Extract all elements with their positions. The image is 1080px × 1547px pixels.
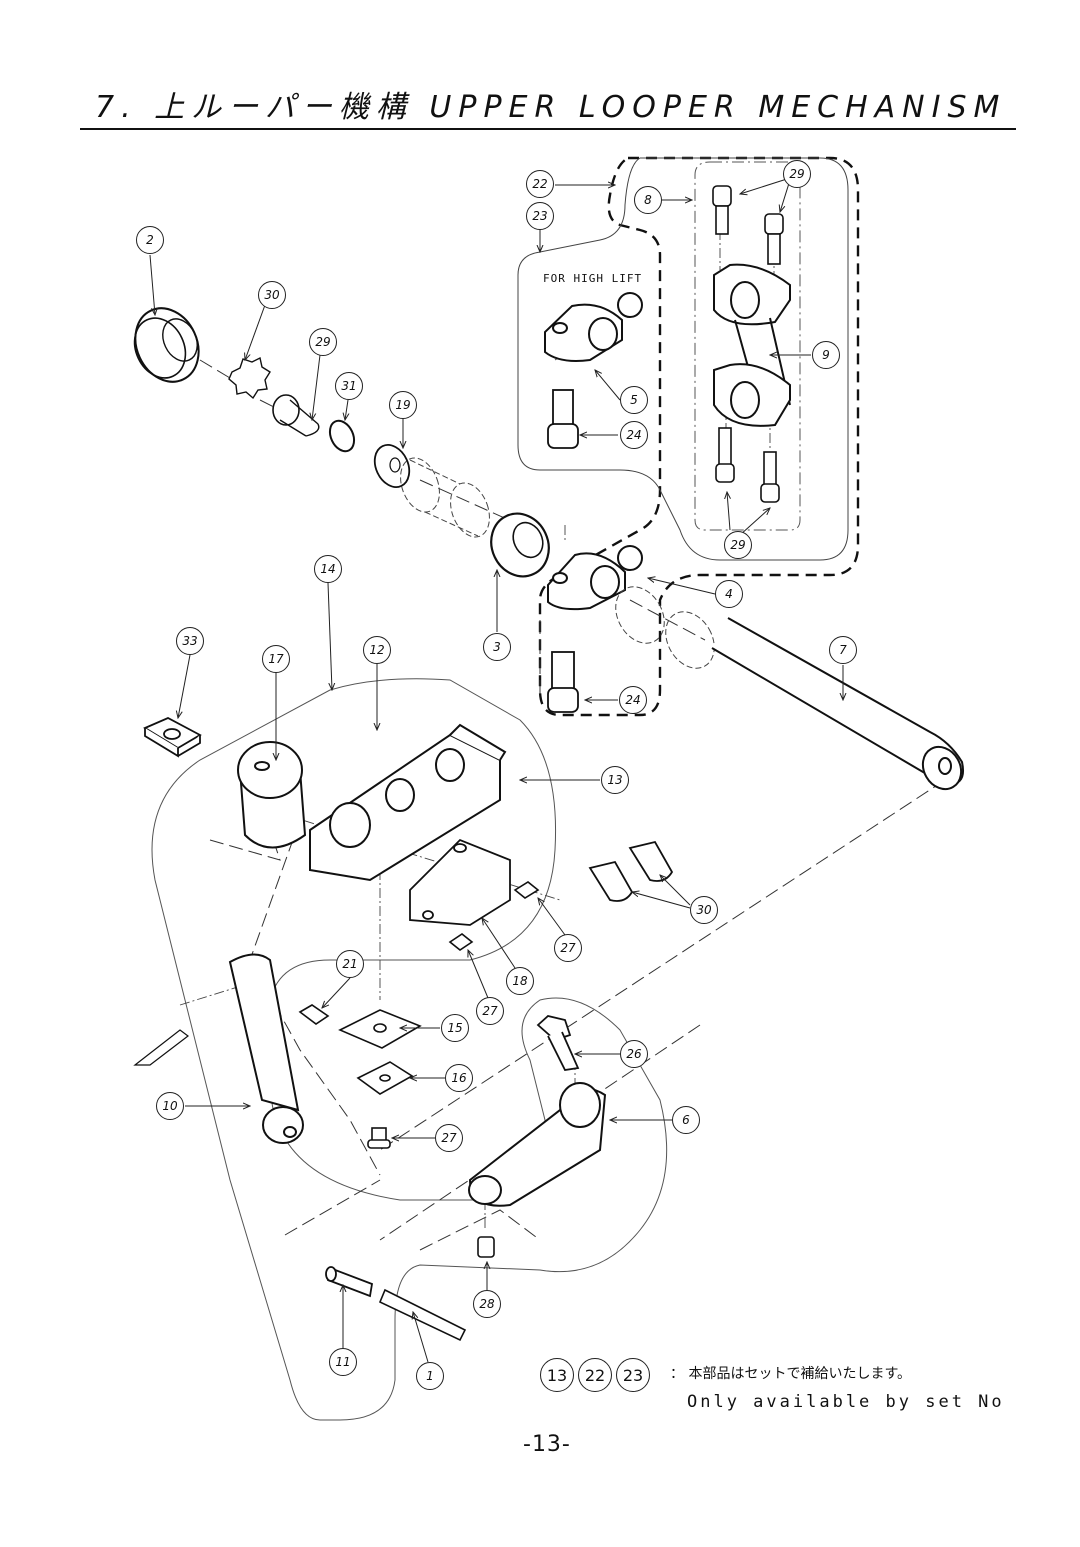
part-24-screw-upper <box>547 389 579 449</box>
callout-30-right[interactable]: 30 <box>690 896 718 924</box>
part-28-set-screw <box>477 1236 495 1258</box>
callout-3[interactable]: 3 <box>483 633 511 661</box>
callout-13[interactable]: 13 <box>601 766 629 794</box>
set-note-japanese: ： 本部品はセットで補給いたします。 <box>670 1366 912 1382</box>
looper-tip <box>133 1029 189 1066</box>
callout-27-mid[interactable]: 27 <box>476 997 504 1025</box>
page-title: 7. 上ルーパー機構 UPPER LOOPER MECHANISM <box>95 90 1007 125</box>
callout-18[interactable]: 18 <box>506 967 534 995</box>
part-19-washer <box>373 444 411 488</box>
callout-23[interactable]: 23 <box>526 202 554 230</box>
part-6-crank <box>468 1082 607 1207</box>
callout-12[interactable]: 12 <box>363 636 391 664</box>
callout-33[interactable]: 33 <box>176 627 204 655</box>
part-18-plate-bracket <box>409 838 511 926</box>
part-21-screw <box>298 1004 330 1025</box>
set-note-english: Only available by set No <box>687 1392 1005 1412</box>
part-12-bracket-block <box>309 723 507 882</box>
part-26-bolt <box>536 1015 580 1071</box>
callout-27-right[interactable]: 27 <box>554 934 582 962</box>
part-29-screws <box>712 185 784 503</box>
callout-32[interactable]: 31 <box>335 372 363 400</box>
callout-2[interactable]: 2 <box>136 226 164 254</box>
set-part-13[interactable]: 13 <box>540 1358 574 1392</box>
set-outline-23 <box>517 157 849 561</box>
part-7-shaft <box>711 617 964 791</box>
set-outline-22 <box>538 156 860 717</box>
title-rule <box>80 128 1016 130</box>
part-10-looper-arm <box>228 953 304 1144</box>
part-33-plate <box>143 717 202 758</box>
part-5-high-lift-holder <box>544 292 643 362</box>
set-part-22[interactable]: 22 <box>578 1358 612 1392</box>
callout-26[interactable]: 26 <box>620 1040 648 1068</box>
callout-9[interactable]: 9 <box>812 341 840 369</box>
set-part-23[interactable]: 23 <box>616 1358 650 1392</box>
callout-24-bottom[interactable]: 24 <box>619 686 647 714</box>
part-2-bearing <box>133 307 200 383</box>
page-number: -13- <box>523 1432 571 1457</box>
part-30-screws-right <box>588 840 674 902</box>
phantom-bushing <box>400 457 490 538</box>
part-11-pin <box>325 1266 374 1298</box>
callout-19[interactable]: 19 <box>389 391 417 419</box>
part-9-double-clamp <box>713 263 791 427</box>
phantom-sleeve <box>615 586 715 669</box>
callout-30-top[interactable]: 29 <box>309 328 337 356</box>
callout-5[interactable]: 5 <box>620 386 648 414</box>
part-32-spring-washer <box>328 419 356 453</box>
part-24-screw-lower <box>547 651 579 713</box>
callout-17[interactable]: 17 <box>262 645 290 673</box>
callout-24-top[interactable]: 24 <box>620 421 648 449</box>
callout-31[interactable]: 30 <box>258 281 286 309</box>
callout-10[interactable]: 10 <box>156 1092 184 1120</box>
callout-22[interactable]: 22 <box>526 170 554 198</box>
part-1-looper-blade <box>378 1288 467 1342</box>
callout-14[interactable]: 14 <box>314 555 342 583</box>
part-4-looper-holder <box>547 545 643 611</box>
callout-leaders <box>149 177 843 1363</box>
part-16-plate <box>356 1061 414 1095</box>
high-lift-label: FOR HIGH LIFT <box>543 272 643 285</box>
callout-7[interactable]: 7 <box>829 636 857 664</box>
part-3-collar <box>490 512 550 578</box>
part-30-hex-screw <box>272 394 320 437</box>
callout-8[interactable]: 8 <box>634 186 662 214</box>
callout-15[interactable]: 15 <box>441 1014 469 1042</box>
part-31-star-washer <box>228 356 271 400</box>
part-27-screws <box>367 881 540 1149</box>
callout-29-bottom[interactable]: 29 <box>724 531 752 559</box>
part-15-plate <box>338 1009 422 1049</box>
callout-6[interactable]: 6 <box>672 1106 700 1134</box>
callout-29-top[interactable]: 29 <box>783 160 811 188</box>
callout-4[interactable]: 4 <box>715 580 743 608</box>
callout-28[interactable]: 28 <box>473 1290 501 1318</box>
set-outline-8 <box>694 161 801 531</box>
callout-16[interactable]: 16 <box>445 1064 473 1092</box>
callout-1[interactable]: 1 <box>416 1362 444 1390</box>
part-17-sleeve <box>237 741 307 849</box>
callout-11[interactable]: 11 <box>329 1348 357 1376</box>
callout-27-bottom[interactable]: 27 <box>435 1124 463 1152</box>
callout-21[interactable]: 21 <box>336 950 364 978</box>
set-outline-14 <box>151 678 668 1421</box>
